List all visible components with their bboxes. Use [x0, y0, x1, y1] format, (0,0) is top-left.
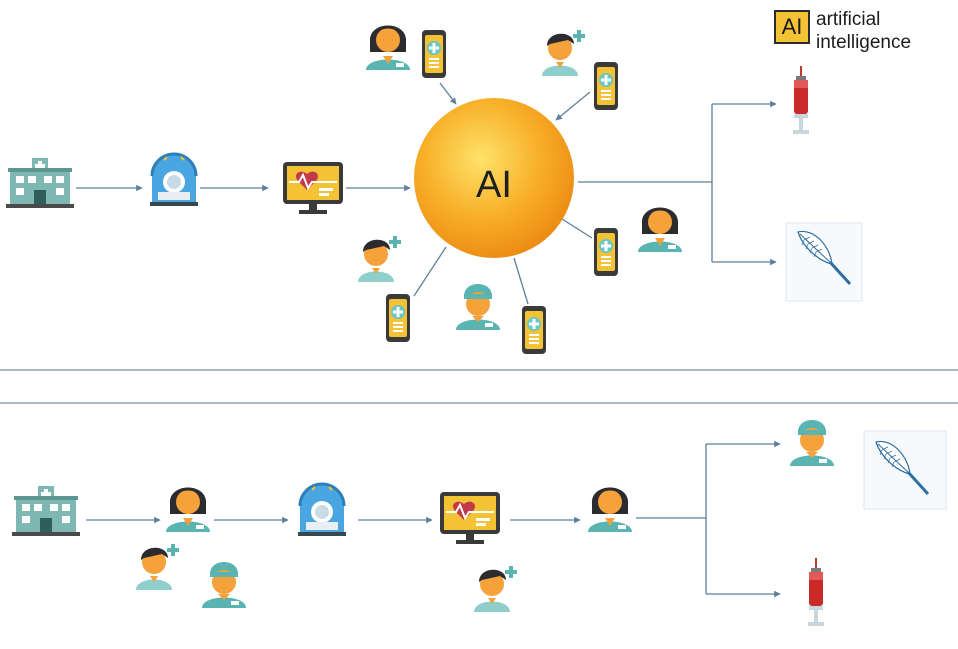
quill-frame: [785, 222, 863, 302]
doctor-female-icon: [588, 487, 632, 532]
phone-icon: [594, 62, 618, 110]
mri-scanner-icon: [148, 152, 200, 208]
surgeon-icon: [790, 420, 834, 466]
legend-line-intelligence: intelligence: [816, 32, 912, 53]
hospital-icon: [6, 158, 74, 208]
bottom-workflow: [12, 420, 947, 626]
nurse-male-icon: [136, 544, 179, 590]
syringe-icon: [793, 66, 809, 134]
doctor-female-icon: [166, 487, 210, 532]
ai-hub: [414, 98, 574, 258]
hospital-icon: [12, 486, 80, 536]
syringe-icon: [808, 558, 824, 626]
phone-icon: [594, 228, 618, 276]
top-workflow: [6, 25, 863, 354]
doctor-female-icon: [638, 207, 682, 252]
ai-badge: AI: [774, 10, 810, 44]
connector: [561, 218, 593, 239]
doctor-female-icon: [366, 25, 410, 70]
ai-hub-label: AI: [476, 164, 512, 206]
phone-icon: [386, 294, 410, 342]
nurse-male-icon: [358, 236, 401, 282]
connector: [555, 91, 591, 121]
surgeon-icon: [202, 562, 246, 608]
connector: [513, 257, 529, 305]
nurse-male-icon: [542, 30, 585, 76]
surgeon-icon: [456, 284, 500, 330]
nurse-male-icon: [474, 566, 517, 612]
ai-legend: AI artificial intelligence: [774, 8, 911, 53]
heart-monitor-icon: [282, 161, 344, 215]
phone-icon: [522, 306, 546, 354]
connector: [439, 82, 457, 105]
heart-monitor-icon: [439, 491, 501, 545]
connector: [413, 246, 447, 297]
mri-scanner-icon: [296, 482, 348, 538]
phone-icon: [422, 30, 446, 78]
legend-line-artificial: artificial: [816, 9, 881, 30]
legend-text: artificial intelligence: [816, 8, 911, 54]
